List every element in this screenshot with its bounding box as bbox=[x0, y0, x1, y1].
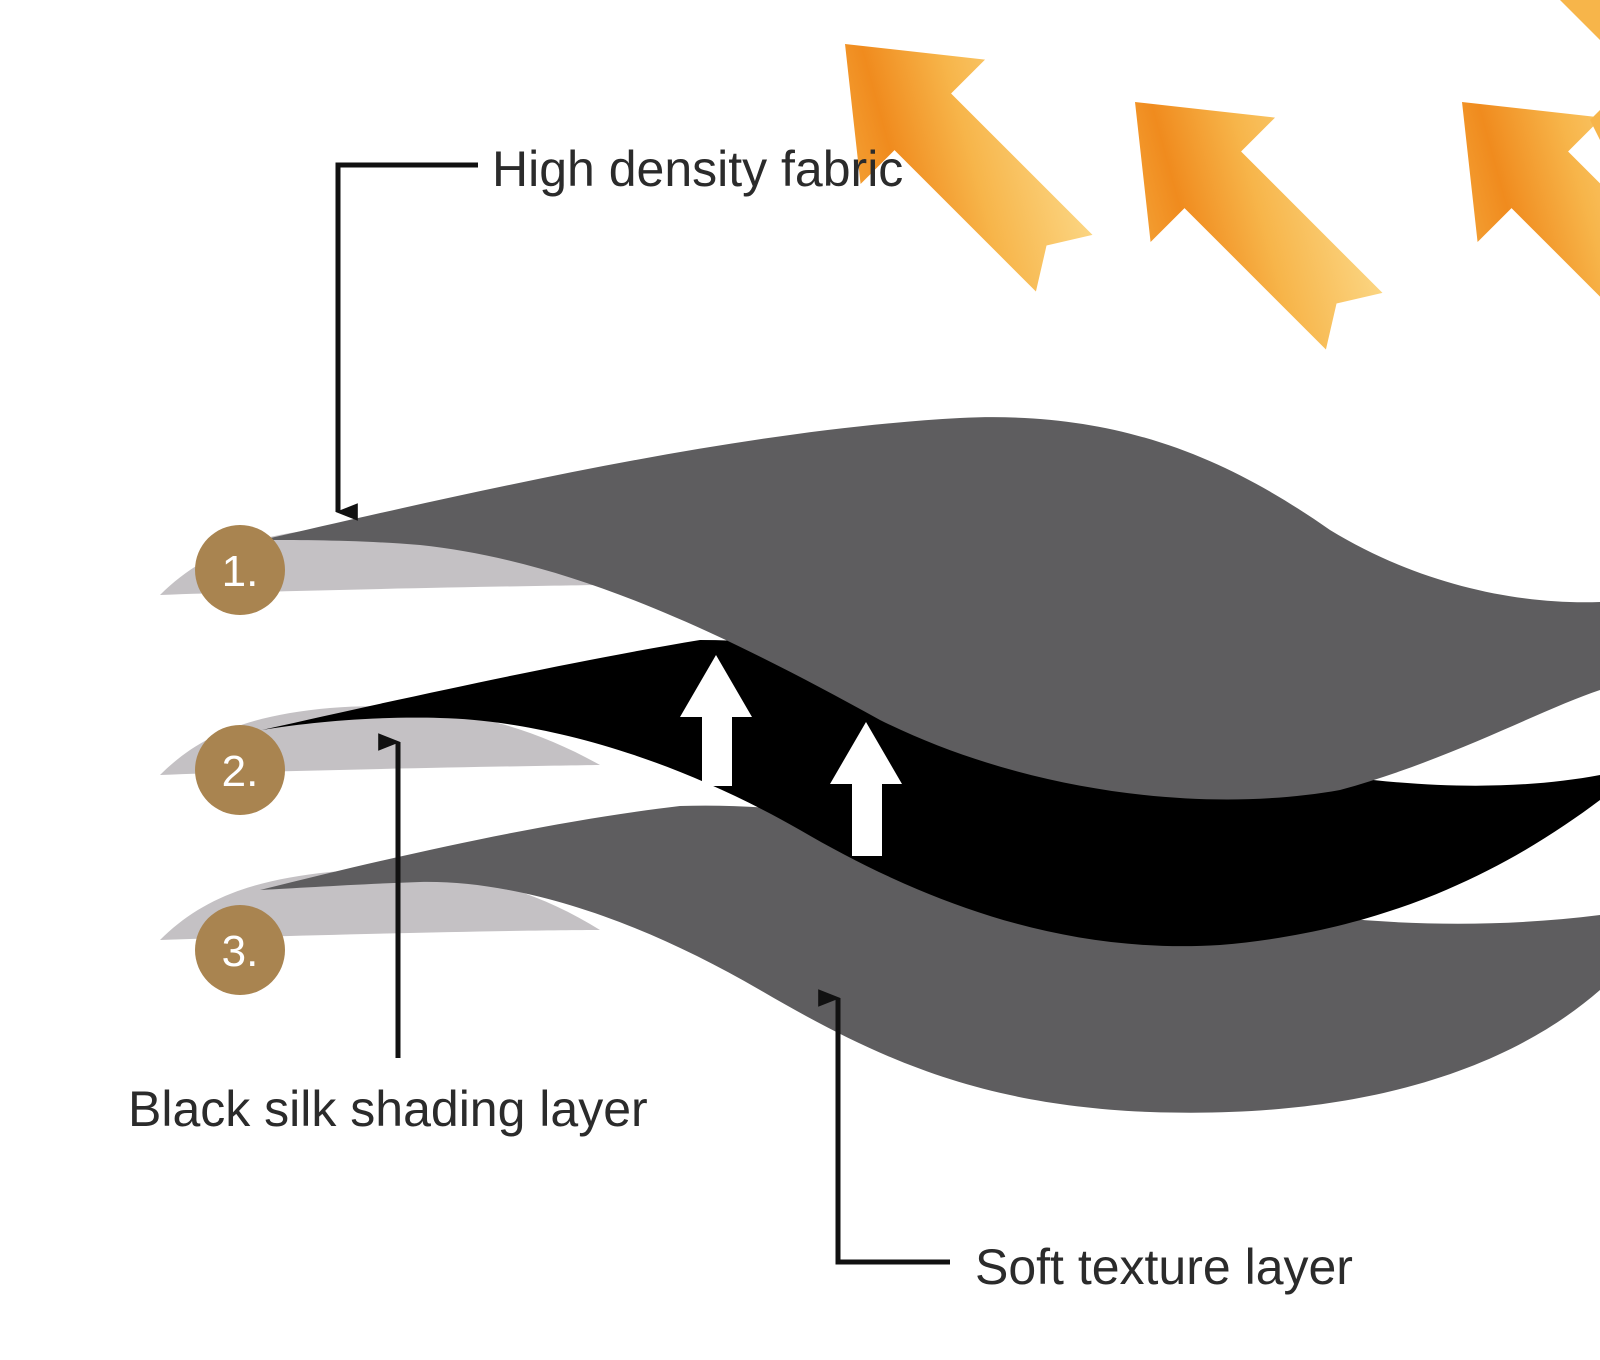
leader-high-density bbox=[335, 162, 478, 521]
incoming-heat-arrows bbox=[845, 0, 1600, 350]
arrow-down-left-icon bbox=[1560, 0, 1600, 40]
arrow-down-left-icon bbox=[1135, 102, 1383, 350]
arrow-down-left-icon bbox=[1462, 102, 1600, 350]
reflection-arrows bbox=[680, 655, 902, 856]
label-soft-texture-layer: Soft texture layer bbox=[975, 1239, 1353, 1295]
arrow-up-icon bbox=[830, 722, 902, 856]
layer-3-body bbox=[260, 805, 1600, 1113]
arrow-up-icon bbox=[680, 655, 752, 786]
badge-3: 3. bbox=[195, 905, 285, 995]
layer-2-body bbox=[262, 640, 1600, 947]
leader-soft-texture bbox=[818, 989, 950, 1265]
leader-lines bbox=[335, 162, 950, 1265]
badge-1: 1. bbox=[195, 525, 285, 615]
label-high-density-fabric: High density fabric bbox=[492, 141, 903, 197]
label-black-silk-shading-layer: Black silk shading layer bbox=[128, 1081, 648, 1137]
arrow-down-left-icon bbox=[1590, 110, 1600, 140]
arrow-down-left-icon bbox=[845, 44, 1093, 292]
layer-1-body bbox=[262, 417, 1600, 800]
badge-2-label: 2. bbox=[222, 747, 259, 796]
badge-2: 2. bbox=[195, 725, 285, 815]
badge-1-label: 1. bbox=[222, 547, 259, 596]
badge-3-label: 3. bbox=[222, 927, 259, 976]
